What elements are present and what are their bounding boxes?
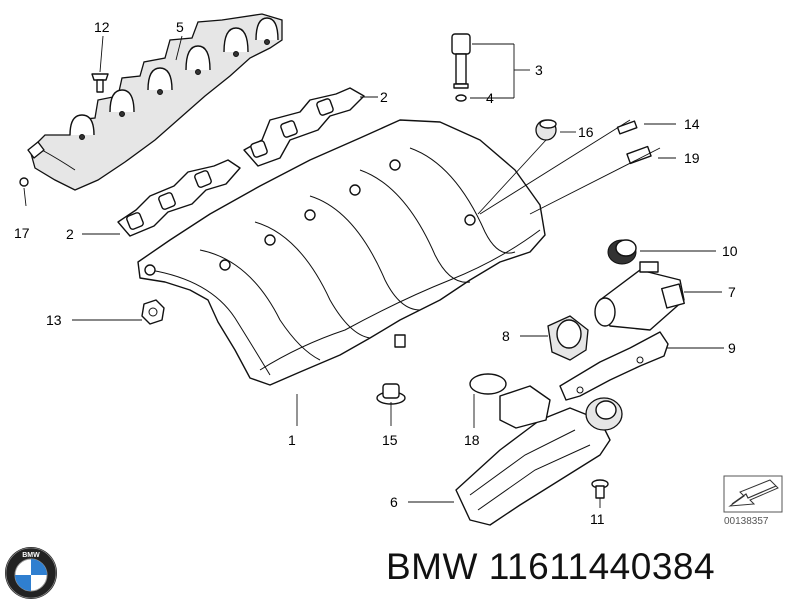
- callout-18: 18: [464, 432, 480, 448]
- ring-17: [19, 177, 29, 187]
- oring-4: [455, 94, 467, 102]
- bmw-logo-icon: BMW: [5, 547, 57, 599]
- callout-13: 13: [46, 312, 62, 328]
- ignition-cover: [27, 13, 283, 191]
- idle-valve-7: [594, 261, 685, 331]
- callout-5: 5: [176, 19, 184, 35]
- gasket-lower: [117, 159, 241, 237]
- callout-15: 15: [382, 432, 398, 448]
- arrow-icon: [731, 485, 777, 505]
- callout-16: 16: [578, 124, 594, 140]
- callout-19: 19: [684, 150, 700, 166]
- pin-14: [616, 120, 638, 135]
- pin-19: [626, 145, 652, 165]
- callout-2-lower: 2: [66, 226, 74, 242]
- grommet-15: [376, 383, 406, 405]
- callout-14: 14: [684, 116, 700, 132]
- sensor-3: [451, 33, 471, 89]
- part-number-caption: BMW 11611440384: [386, 546, 716, 587]
- gasket-18: [469, 373, 507, 395]
- leader-lines: [23, 35, 724, 508]
- intake-manifold: [137, 119, 546, 386]
- callout-17: 17: [14, 225, 30, 241]
- callout-12: 12: [94, 19, 110, 35]
- reference-box: 00138357: [723, 475, 783, 527]
- bracket-9: [559, 331, 669, 401]
- throttle-body-6: [455, 385, 623, 526]
- callout-11: 11: [590, 511, 605, 527]
- screw-11: [591, 479, 609, 499]
- screw-12: [91, 73, 109, 93]
- callout-8: 8: [502, 328, 510, 344]
- gasket-upper: [243, 87, 365, 167]
- callout-2-upper: 2: [380, 89, 388, 105]
- nut-13: [141, 299, 165, 325]
- callout-3: 3: [535, 62, 543, 78]
- diagram-reference-number: 00138357: [724, 516, 769, 527]
- plug-10: [607, 239, 637, 265]
- callout-6: 6: [390, 494, 398, 510]
- callout-7: 7: [728, 284, 736, 300]
- callout-9: 9: [728, 340, 736, 356]
- cap-16: [535, 119, 557, 141]
- callout-10: 10: [722, 243, 738, 259]
- sleeve-8: [547, 315, 589, 361]
- callout-4: 4: [486, 90, 494, 106]
- callouts: 12 5 2 2 17 3 4 16 14 19 10 7 8 9 13 1 1…: [14, 19, 738, 527]
- callout-1: 1: [288, 432, 296, 448]
- svg-text:BMW: BMW: [22, 552, 40, 559]
